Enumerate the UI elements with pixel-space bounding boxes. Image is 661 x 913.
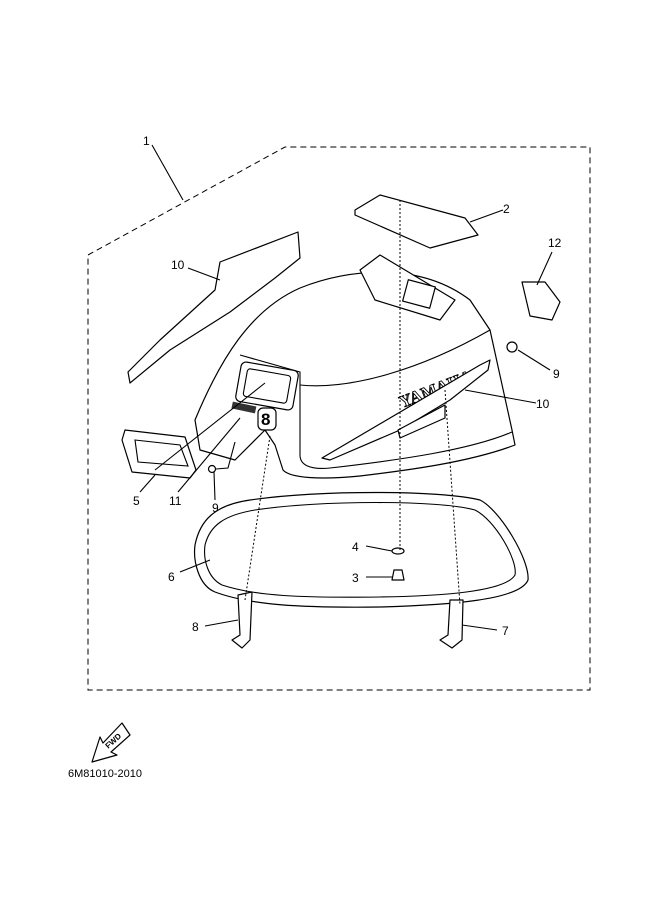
svg-text:8: 8 <box>261 410 270 429</box>
part-8-bracket <box>231 591 253 649</box>
callout-12: 12 <box>548 236 562 250</box>
callout-2: 2 <box>503 202 510 216</box>
assembly-boundary <box>87 146 591 691</box>
forward-arrow-icon: FWD <box>91 722 131 763</box>
callout-5: 5 <box>133 494 140 508</box>
callout-10-right: 10 <box>536 397 550 411</box>
part-10-left-decal <box>127 231 301 384</box>
callout-10-left: 10 <box>171 258 185 272</box>
part-9-screw <box>506 341 518 353</box>
part-code: 6M81010-2010 <box>68 768 142 780</box>
part-10-side-stripe <box>321 359 491 461</box>
part-3-bolt <box>391 569 405 581</box>
callout-4: 4 <box>352 540 359 554</box>
callout-1: 1 <box>143 134 150 148</box>
part-7-bracket <box>439 599 464 649</box>
callout-6: 6 <box>168 570 175 584</box>
model-badge <box>257 407 277 431</box>
part-5-grommet <box>121 429 197 479</box>
part-4-washer <box>391 547 405 555</box>
callout-8: 8 <box>192 620 199 634</box>
callout-9-right: 9 <box>553 367 560 381</box>
part-12-plate <box>521 281 561 321</box>
callout-11: 11 <box>169 494 182 508</box>
part-9-pin <box>207 464 217 474</box>
callout-7: 7 <box>502 624 509 638</box>
part-2-top-cover <box>354 194 479 249</box>
callout-3: 3 <box>352 571 359 585</box>
callout-9-left: 9 <box>212 501 219 515</box>
